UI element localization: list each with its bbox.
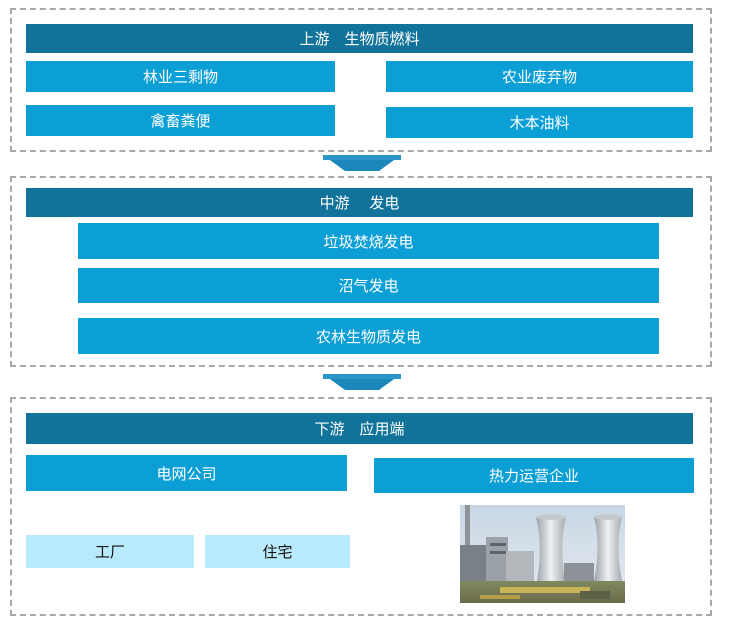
upstream-item-forestry-residues: 林业三剩物 bbox=[26, 61, 335, 92]
upstream-section bbox=[10, 8, 712, 152]
upstream-item-woody-oil: 木本油料 bbox=[386, 107, 693, 138]
midstream-item-agro-forestry-biomass: 农林生物质发电 bbox=[78, 318, 659, 354]
flow-arrow-down-icon bbox=[323, 374, 401, 390]
downstream-header: 下游 应用端 bbox=[26, 413, 693, 444]
upstream-header: 上游 生物质燃料 bbox=[26, 24, 693, 53]
upstream-item-livestock-manure: 禽畜粪便 bbox=[26, 105, 335, 136]
midstream-item-waste-incineration: 垃圾焚烧发电 bbox=[78, 223, 659, 259]
midstream-section bbox=[10, 176, 712, 367]
downstream-subitem-residence: 住宅 bbox=[205, 535, 350, 568]
midstream-header: 中游 发电 bbox=[26, 188, 693, 217]
downstream-section bbox=[10, 397, 712, 616]
downstream-item-heat-operator: 热力运营企业 bbox=[374, 458, 694, 493]
downstream-subitem-factory: 工厂 bbox=[26, 535, 194, 568]
midstream-item-biogas: 沼气发电 bbox=[78, 268, 659, 303]
upstream-item-agricultural-waste: 农业废弃物 bbox=[386, 61, 693, 92]
power-plant-image bbox=[460, 505, 625, 603]
flow-arrow-down-icon bbox=[323, 155, 401, 171]
downstream-item-grid-company: 电网公司 bbox=[26, 455, 347, 491]
